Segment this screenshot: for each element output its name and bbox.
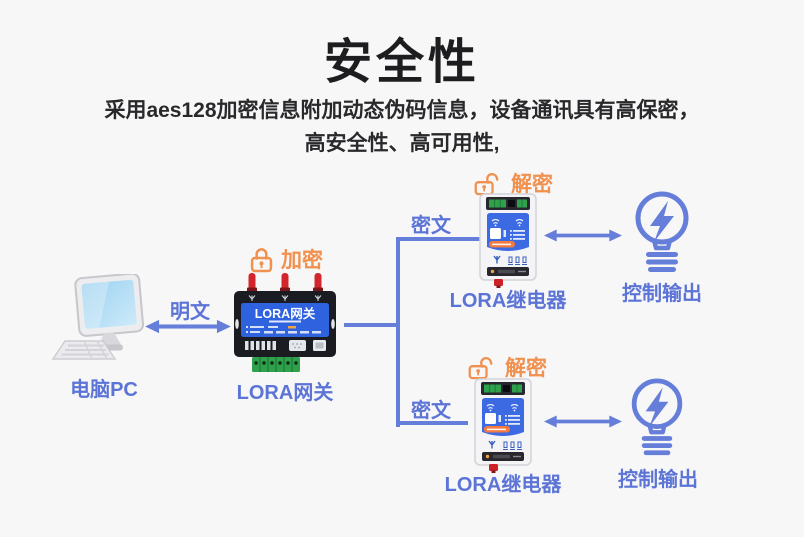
subtitle-line-2: 高安全性、高可用性, (304, 132, 500, 155)
control-output-bulb-icon-top (620, 189, 704, 277)
decrypt-badge-bottom: 解密 (468, 352, 547, 382)
wire-branch-top (396, 237, 480, 241)
gateway-device-title: LORA网关 (255, 306, 316, 321)
gateway-label: LORA网关 (236, 382, 334, 404)
lora-relay-device-top (477, 192, 539, 288)
encrypt-label: 加密 (281, 249, 323, 272)
relay-output-arrow-bottom (544, 414, 622, 429)
closed-lock-icon (249, 246, 274, 273)
lora-relay-device-bottom (472, 377, 534, 473)
decrypt-label-bottom: 解密 (505, 357, 547, 380)
control-output-bulb-icon-bottom (617, 376, 697, 460)
ciphertext-label-top: 密文 (411, 215, 451, 237)
pc-label: 电脑PC (70, 379, 138, 401)
relay-label-bottom: LORA继电器 (444, 474, 562, 496)
output-label-bottom: 控制输出 (618, 469, 698, 491)
wire-gateway-to-junction (344, 323, 400, 327)
relay-label-top: LORA继电器 (449, 290, 567, 312)
plaintext-arrow-icon (141, 319, 235, 334)
page-title: 安全性 (323, 36, 480, 89)
wire-branch-bottom (396, 421, 468, 425)
relay-output-arrow-top (544, 228, 622, 243)
lora-gateway-device: LORA网关 (234, 273, 336, 372)
ciphertext-label-bottom: 密文 (411, 400, 451, 422)
encrypt-badge: 加密 (249, 244, 323, 274)
decrypt-label-top: 解密 (511, 173, 553, 196)
decrypt-badge-top: 解密 (474, 168, 553, 198)
subtitle-line-1: 采用aes128加密信息附加动态伪码信息，设备通讯具有高保密， (104, 99, 700, 122)
wire-junction-vertical (396, 237, 400, 427)
output-label-top: 控制输出 (622, 283, 702, 305)
plaintext-label: 明文 (170, 301, 210, 323)
antenna-icons (247, 273, 323, 292)
